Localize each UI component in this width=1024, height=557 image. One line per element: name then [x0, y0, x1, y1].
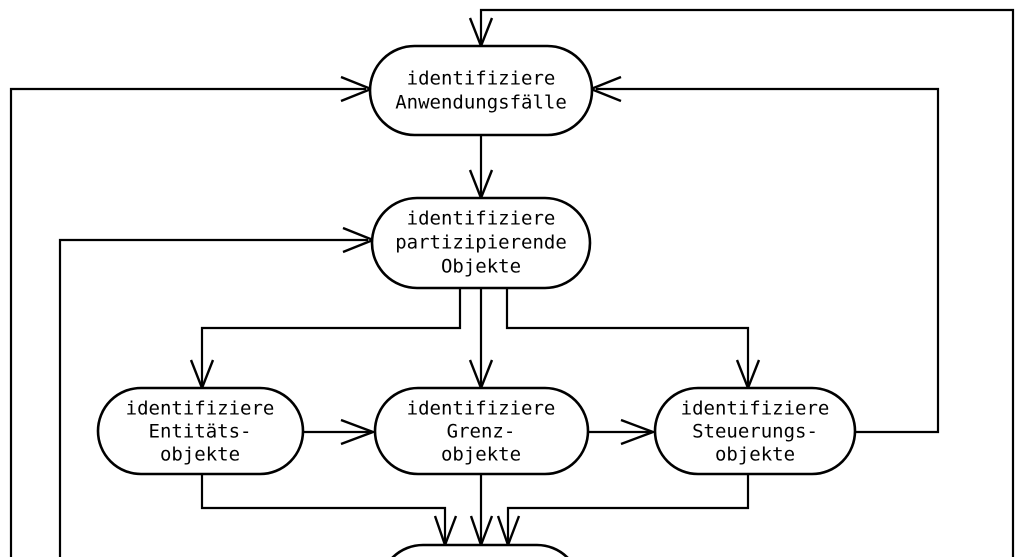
- node-identifiziere-entitaetsobjekte[interactable]: identifiziere Entitäts- objekte: [96, 386, 305, 476]
- arrowhead-n4-to-n5: [620, 418, 657, 446]
- arrowhead-n3-to-n4: [340, 418, 377, 446]
- node-label-n2-line1: identifiziere: [407, 208, 556, 230]
- node-label-n3-line2: Entitäts-: [149, 421, 252, 443]
- node-shape-n1: [368, 44, 594, 137]
- edge-layer: [9, 8, 1015, 557]
- node-label-n5-line2: Steuerungs-: [692, 421, 818, 443]
- node-label-n4-line3: objekte: [441, 444, 521, 466]
- node-label-n5-line1: identifiziere: [681, 398, 830, 420]
- node-shape-n6: [391, 543, 569, 557]
- edge-n2-to-n5: [505, 288, 750, 386]
- node-shape-n4: [373, 386, 590, 476]
- node-label-n5-line3: objekte: [715, 444, 795, 466]
- node-identifiziere-steuerungsobjekte[interactable]: identifiziere Steuerungs- objekte: [653, 386, 857, 476]
- node-shape-n5: [653, 386, 857, 476]
- node-identifiziere-anwendungsfaelle[interactable]: identifiziere Anwendungsfälle: [368, 44, 594, 137]
- node-clipped-bottom[interactable]: [380, 543, 580, 557]
- node-label-n2-line2: partizipierende: [395, 232, 567, 254]
- node-shape-n2: [370, 196, 592, 290]
- edge-n5-to-n1-right: [596, 87, 940, 434]
- edge-offscreen-to-n1-top: [479, 8, 1015, 557]
- node-label-n1-line2: Anwendungsfälle: [395, 92, 567, 114]
- node-label-n1-line1: identifiziere: [407, 68, 556, 90]
- node-identifiziere-grenzobjekte[interactable]: identifiziere Grenz- objekte: [373, 386, 590, 476]
- node-identifiziere-partizipierende-objekte[interactable]: identifiziere partizipierende Objekte: [370, 196, 592, 290]
- edge-n3-to-n6: [200, 474, 447, 543]
- edge-offscreen-to-n1-left: [9, 87, 366, 557]
- node-label-n4-line2: Grenz-: [447, 421, 516, 443]
- node-label-n3-line1: identifiziere: [126, 398, 275, 420]
- edge-n2-to-n3: [200, 288, 462, 386]
- edge-offscreen-to-n2-left: [58, 238, 368, 557]
- node-label-n2-line3: Objekte: [441, 256, 521, 278]
- node-label-n4-line1: identifiziere: [407, 398, 556, 420]
- node-label-n3-line3: objekte: [160, 444, 240, 466]
- node-shape-n3: [96, 386, 305, 476]
- edge-n5-to-n6: [506, 474, 750, 543]
